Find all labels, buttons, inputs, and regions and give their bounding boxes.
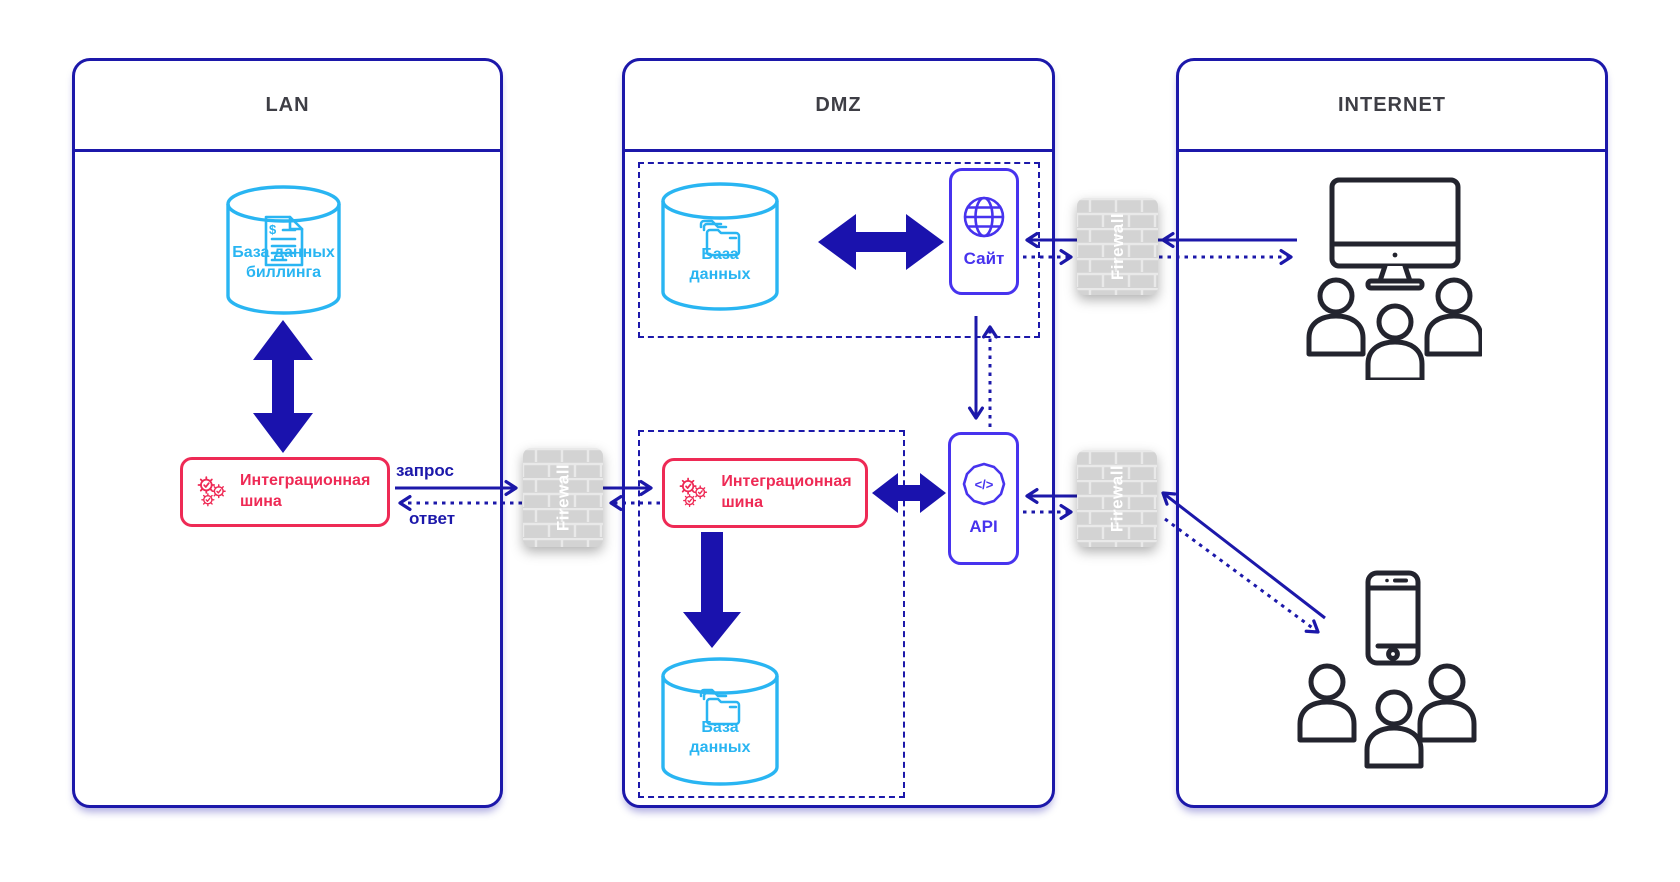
lan-integration-bus: Интеграционная шина [180,457,390,527]
database-cylinder-icon [661,182,779,311]
dmz-web-database-label: База данных [689,246,751,283]
user-icon [1427,280,1481,354]
firewall-dmz-internet-web: Firewall [1077,198,1158,295]
billing-database-label: База данных биллинга [232,244,335,281]
request-label: запрос [396,461,454,480]
user-icon [1300,666,1354,740]
site-label: Сайт [963,248,1005,268]
globe-icon [963,196,1005,237]
firewall-dmz-internet-api: Firewall [1077,450,1157,547]
code-glyph: </> [974,477,993,492]
gears-icon [679,477,708,508]
user-icon [1367,692,1421,766]
zone-lan-header: LAN [75,61,500,152]
zone-dmz-header: DMZ [625,61,1052,152]
database-cylinder-icon: $ [226,185,341,315]
firewall-label: Firewall [554,464,573,531]
mobile-phone-icon [1365,570,1421,666]
dmz-bus-database-label: База данных [689,719,751,756]
user-icon [1420,666,1474,740]
dmz-web-segment-box [638,162,1040,338]
site-node: Сайт [949,168,1019,295]
dmz-integration-bus-label: Интеграционная шина [721,473,852,511]
firewall-label: Firewall [1108,213,1127,280]
desktop-computer-icon [1329,177,1461,291]
zone-internet: INTERNET [1176,58,1608,808]
firewall-lan-dmz: Firewall [523,448,603,547]
mobile-users-group [1290,570,1490,772]
user-icon [1368,306,1422,380]
dollar-glyph: $ [269,222,277,237]
dmz-web-database [660,180,780,318]
api-label: API [969,516,998,536]
folders-icon [699,219,741,257]
zone-lan-title: LAN [265,93,310,116]
dmz-bus-database [660,655,780,793]
database-cylinder-icon [661,657,779,786]
gears-icon [197,476,226,507]
dmz-integration-bus: Интеграционная шина [662,458,868,528]
zone-internet-header: INTERNET [1179,61,1605,152]
response-label: ответ [408,509,456,528]
folders-icon [699,688,741,726]
billing-document-icon: $ [264,215,304,267]
user-icon [1309,280,1363,354]
desktop-users-group [1300,177,1482,380]
zone-lan: LAN [72,58,503,808]
zone-dmz-title: DMZ [815,93,862,116]
firewall-label: Firewall [1108,465,1127,532]
billing-database: $ [225,183,342,322]
code-cog-icon: </> [962,462,1005,505]
api-node: </> API [948,432,1019,565]
zone-internet-title: INTERNET [1338,93,1446,116]
lan-integration-bus-label: Интеграционная шина [240,472,371,510]
dmz-bus-segment-box [638,430,905,798]
